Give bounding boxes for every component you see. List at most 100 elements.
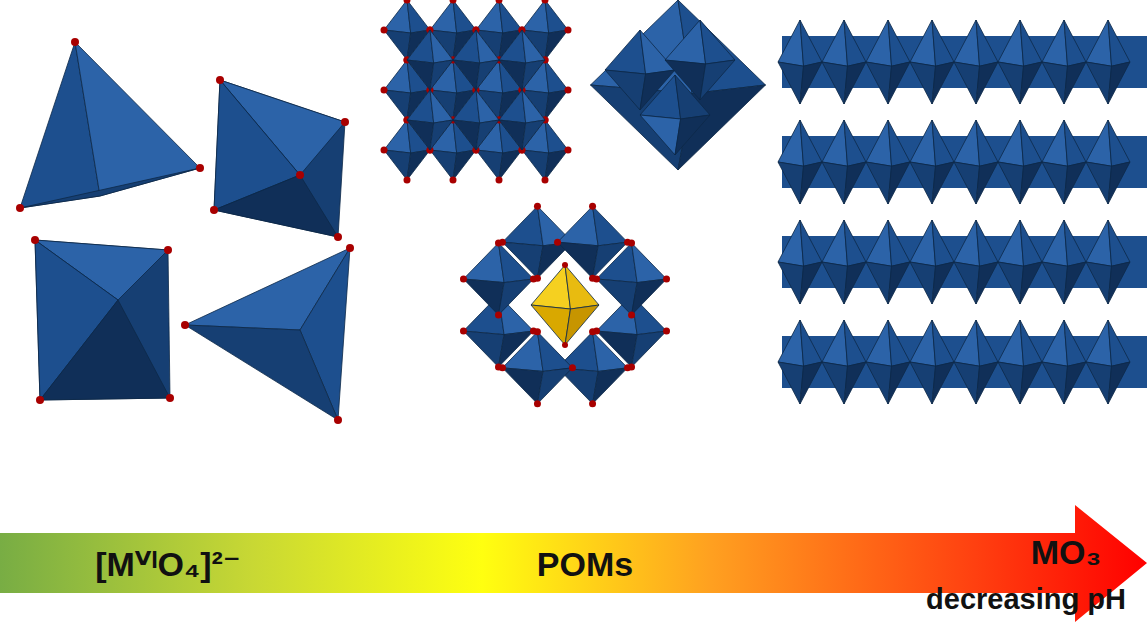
polyhedron-face bbox=[1064, 162, 1086, 204]
oxygen-atom bbox=[460, 328, 467, 335]
polyhedron-face bbox=[1108, 262, 1130, 304]
polyhedron-face bbox=[545, 90, 568, 120]
polyhedron-face bbox=[1042, 320, 1068, 366]
polyhedron-face bbox=[453, 30, 480, 63]
polyhedron-face bbox=[1086, 20, 1112, 66]
keggin-cluster bbox=[460, 203, 670, 408]
polyhedron-face bbox=[430, 150, 457, 180]
oxygen-atom bbox=[663, 328, 670, 335]
oxygen-atom bbox=[589, 400, 596, 407]
polyhedron-face bbox=[954, 120, 980, 166]
polyhedron-face bbox=[522, 150, 549, 180]
oxygen-atom bbox=[334, 416, 342, 424]
polyhedron-face bbox=[545, 150, 568, 180]
polyhedron-face bbox=[1042, 220, 1068, 266]
polyhedron-face bbox=[407, 150, 430, 180]
oxygen-atom bbox=[216, 76, 224, 84]
polyhedron-face bbox=[800, 62, 822, 104]
polyhedron-face bbox=[976, 362, 998, 404]
polyhedron-face bbox=[1108, 362, 1130, 404]
polyhedron-face bbox=[430, 120, 453, 150]
pom-cluster bbox=[591, 0, 766, 170]
polyhedron-face bbox=[476, 120, 503, 153]
polyhedron-face bbox=[932, 120, 954, 166]
polyhedron-face bbox=[531, 305, 570, 345]
polyhedron-face bbox=[522, 60, 545, 90]
polyhedron-face bbox=[40, 300, 170, 400]
polyhedron-face bbox=[700, 60, 735, 100]
polyhedron-face bbox=[476, 60, 503, 93]
polyhedron-face bbox=[453, 120, 480, 150]
oxygen-atom bbox=[71, 38, 79, 46]
oxygen-atom bbox=[628, 311, 635, 318]
polyhedron-face bbox=[476, 90, 499, 123]
polyhedron-face bbox=[545, 120, 568, 153]
polyhedron-face bbox=[844, 362, 866, 404]
polyhedron-face bbox=[565, 265, 599, 309]
oxygen-atom bbox=[210, 206, 218, 214]
polyhedron-face bbox=[1086, 362, 1112, 404]
polyhedron-face bbox=[384, 120, 411, 153]
polyhedron-face bbox=[1064, 120, 1086, 166]
polyhedron-face bbox=[800, 120, 822, 166]
oxygen-atom bbox=[663, 275, 670, 282]
polyhedron-face bbox=[640, 75, 681, 119]
polyhedron-face bbox=[384, 150, 411, 180]
polyhedron-face bbox=[976, 262, 998, 304]
polyhedron-face bbox=[1064, 320, 1086, 366]
oxygen-atom bbox=[589, 328, 596, 335]
polyhedron-face bbox=[430, 120, 457, 153]
polyhedron-face bbox=[844, 262, 866, 304]
polyhedron-face bbox=[502, 242, 543, 278]
oxygen-atom bbox=[450, 0, 457, 4]
oxygen-atom bbox=[589, 203, 596, 210]
polyhedron-face bbox=[844, 62, 866, 104]
polyhedron-face bbox=[430, 90, 453, 123]
polyhedron-face bbox=[1108, 120, 1130, 166]
polyhedron-face bbox=[866, 362, 892, 404]
oxygen-atom bbox=[381, 27, 388, 34]
polyhedron-face bbox=[522, 120, 549, 153]
polyhedron-face bbox=[1020, 220, 1042, 266]
polyhedron-face bbox=[665, 20, 706, 64]
polyhedron-face bbox=[1086, 220, 1112, 266]
oxygen-atom bbox=[450, 177, 457, 184]
polyhedron-face bbox=[1064, 20, 1086, 66]
polyhedron-face bbox=[822, 120, 848, 166]
polyhedron-face bbox=[866, 220, 892, 266]
polyhedron-face bbox=[800, 262, 822, 304]
polyhedron-face bbox=[822, 220, 848, 266]
oxygen-atom bbox=[593, 275, 600, 282]
polyhedron-face bbox=[976, 162, 998, 204]
polyhedron-face bbox=[800, 162, 822, 204]
polyhedron-face bbox=[214, 175, 338, 237]
polyhedron-face bbox=[675, 75, 710, 119]
oxygen-atom bbox=[404, 177, 411, 184]
polyhedron-face bbox=[593, 368, 628, 404]
polyhedron-face bbox=[1020, 162, 1042, 204]
oxygen-atom bbox=[346, 244, 354, 252]
polyhedron-face bbox=[778, 162, 804, 204]
polyhedron-face bbox=[932, 320, 954, 366]
gradient-arrow: [MⱽᴵO₄]²⁻POMsMO₃decreasing pH bbox=[0, 505, 1147, 622]
polyhedron-face bbox=[476, 120, 499, 150]
oxygen-atom bbox=[562, 262, 568, 268]
polyhedron-face bbox=[1108, 62, 1130, 104]
polyhedron-face bbox=[844, 20, 866, 66]
polyhedron-face bbox=[888, 20, 910, 66]
polyhedron-face bbox=[453, 150, 476, 180]
oxygen-atom bbox=[460, 275, 467, 282]
oxygen-atom bbox=[341, 118, 349, 126]
polyhedron-face bbox=[35, 240, 170, 400]
oxygen-atom bbox=[499, 239, 506, 246]
polyhedron-face bbox=[954, 362, 980, 404]
polyhedron-face bbox=[954, 262, 980, 304]
polyhedron-face bbox=[632, 243, 667, 283]
polyhedron-face bbox=[531, 265, 570, 309]
polyhedron-face bbox=[1086, 120, 1112, 166]
polyhedron-face bbox=[545, 0, 568, 33]
polyhedron-face bbox=[384, 90, 411, 120]
polyhedron-face bbox=[384, 0, 411, 33]
polyhedron-face bbox=[910, 162, 936, 204]
polyhedron-face bbox=[558, 206, 599, 246]
